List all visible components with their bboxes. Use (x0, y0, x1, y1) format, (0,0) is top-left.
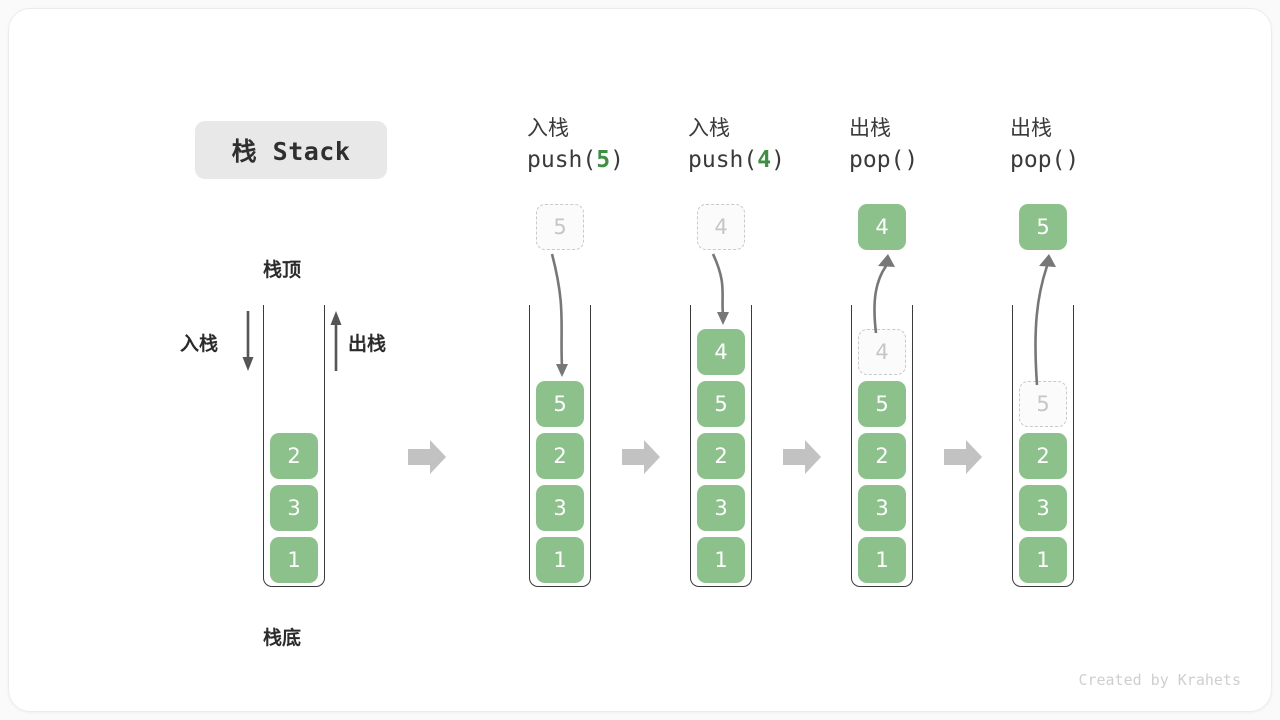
stack-container-initial (263, 305, 325, 587)
push-direction-label: 入栈 (180, 333, 219, 355)
stack-bottom-label: 栈底 (263, 627, 302, 649)
step-arrow-icon (406, 437, 448, 482)
pop-direction-arrow-icon (330, 311, 342, 371)
stack-cell: 1 (270, 537, 318, 583)
column-header-arg: 5 (596, 147, 611, 173)
stack-cell: 2 (270, 433, 318, 479)
stack-cell: 3 (270, 485, 318, 531)
credit-text: Created by Krahets (1078, 671, 1241, 689)
stack-cell: 2 (697, 433, 745, 479)
stack-cell: 5 (858, 381, 906, 427)
column-header-push-5: 入栈 push(5) (527, 113, 677, 177)
step-arrow-icon (781, 437, 823, 482)
stack-cell: 3 (858, 485, 906, 531)
push-motion-arrow-icon (550, 253, 568, 377)
column-header-code: pop() (1010, 147, 1080, 173)
stack-cell-ghost: 4 (858, 329, 906, 375)
stack-cell: 1 (858, 537, 906, 583)
push-motion-arrow-icon (711, 253, 729, 325)
column-header-push-4: 入栈 push(4) (688, 113, 838, 177)
pop-motion-arrow-icon (1034, 254, 1056, 386)
column-header-code: push(4) (688, 147, 785, 173)
incoming-element-ghost: 4 (697, 204, 745, 250)
stack-cell: 4 (697, 329, 745, 375)
stack-container-pop-1 (851, 305, 913, 587)
stack-cell: 2 (1019, 433, 1067, 479)
stack-cell: 2 (536, 433, 584, 479)
column-header-cn: 入栈 (527, 116, 569, 140)
column-header-cn: 出栈 (1010, 116, 1052, 140)
stack-container-push-4 (690, 305, 752, 587)
stack-cell-ghost: 5 (1019, 381, 1067, 427)
push-direction-arrow-icon (242, 311, 254, 371)
stack-cell: 5 (536, 381, 584, 427)
column-header-arg: 4 (757, 147, 772, 173)
stack-cell: 5 (697, 381, 745, 427)
stack-cell: 1 (536, 537, 584, 583)
stack-cell: 3 (1019, 485, 1067, 531)
column-header-code: pop() (849, 147, 919, 173)
step-arrow-icon (620, 437, 662, 482)
title-badge: 栈 Stack (195, 121, 387, 179)
column-header-cn: 出栈 (849, 116, 891, 140)
stack-cell: 1 (1019, 537, 1067, 583)
column-header-cn: 入栈 (688, 116, 730, 140)
column-header-pop-2: 出栈 pop() (1010, 113, 1160, 177)
popped-element: 5 (1019, 204, 1067, 250)
stack-cell: 3 (536, 485, 584, 531)
stack-container-push-5 (529, 305, 591, 587)
step-arrow-icon (942, 437, 984, 482)
stack-container-pop-2 (1012, 305, 1074, 587)
column-header-pop-1: 出栈 pop() (849, 113, 999, 177)
stack-cell: 3 (697, 485, 745, 531)
pop-direction-label: 出栈 (348, 333, 387, 355)
pop-motion-arrow-icon (873, 254, 895, 334)
stack-cell: 2 (858, 433, 906, 479)
popped-element: 4 (858, 204, 906, 250)
incoming-element-ghost: 5 (536, 204, 584, 250)
column-header-code: push(5) (527, 147, 624, 173)
stack-cell: 1 (697, 537, 745, 583)
stack-top-label: 栈顶 (263, 259, 302, 281)
